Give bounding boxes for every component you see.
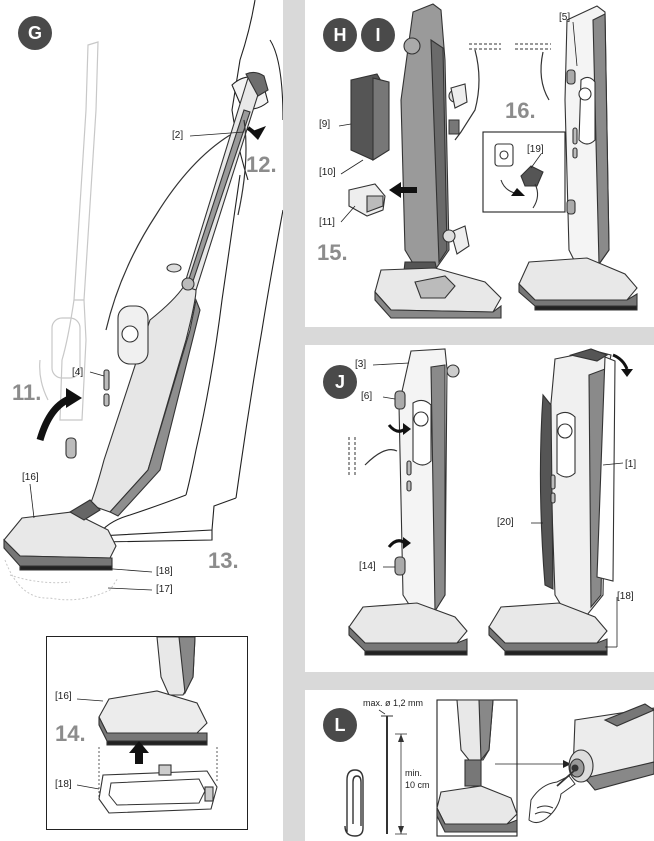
paperclip-min-label: min. xyxy=(405,768,423,778)
step-12: 12. xyxy=(246,152,277,177)
step-letter-i-badge: I xyxy=(361,18,395,52)
paperclip-max-diameter: max. ø 1,2 mm xyxy=(363,698,424,708)
label-1: [1] xyxy=(625,459,637,470)
panel-j-illustration xyxy=(348,348,633,656)
label-2: [2] xyxy=(172,130,184,141)
label-18: [18] xyxy=(617,591,634,602)
label-9: [9] xyxy=(319,119,331,130)
inset-label-16: [16] xyxy=(55,691,72,702)
panel-g-illustration xyxy=(3,0,283,601)
label-20: [20] xyxy=(497,517,514,528)
panel-l-illustration xyxy=(344,699,654,837)
label-3: [3] xyxy=(355,359,367,370)
panel-hi-illustration xyxy=(338,3,638,319)
label-16: [16] xyxy=(22,472,39,483)
label-19: [19] xyxy=(527,144,544,155)
step-13: 13. xyxy=(208,548,239,573)
step-letter-l-badge: L xyxy=(323,708,357,742)
label-11: [11] xyxy=(319,217,335,228)
step-letter-j-badge: J xyxy=(323,365,357,399)
step-14: 14. xyxy=(55,721,86,746)
panel-g: G [2] 12. [4] 11. [16] 13. [18] [17] xyxy=(0,0,283,841)
step-15: 15. xyxy=(317,240,348,265)
inset-label-18: [18] xyxy=(55,779,72,790)
panel-j: J [3] [6] [14] [1] [20] [18] xyxy=(305,345,654,672)
step-16: 16. xyxy=(505,98,536,123)
paperclip-min-length: 10 cm xyxy=(405,780,430,790)
inset-step-14-illustration xyxy=(76,637,218,814)
step-letter-g-badge: G xyxy=(18,16,52,50)
label-6: [6] xyxy=(361,391,373,402)
step-letter-h-badge: H xyxy=(323,18,357,52)
panel-hi: H I [9] [10] [11] 15. [5] 16. [19] xyxy=(305,0,654,327)
panel-l: L max. ø 1,2 mm min. 10 cm xyxy=(305,690,654,841)
label-4: [4] xyxy=(72,367,84,378)
label-14: [14] xyxy=(359,561,376,572)
label-17: [17] xyxy=(156,584,173,595)
step-11: 11. xyxy=(12,380,42,405)
inset-step-14: [16] 14. [18] xyxy=(46,636,248,830)
label-5: [5] xyxy=(559,12,571,23)
label-18: [18] xyxy=(156,566,173,577)
label-10: [10] xyxy=(319,167,336,178)
